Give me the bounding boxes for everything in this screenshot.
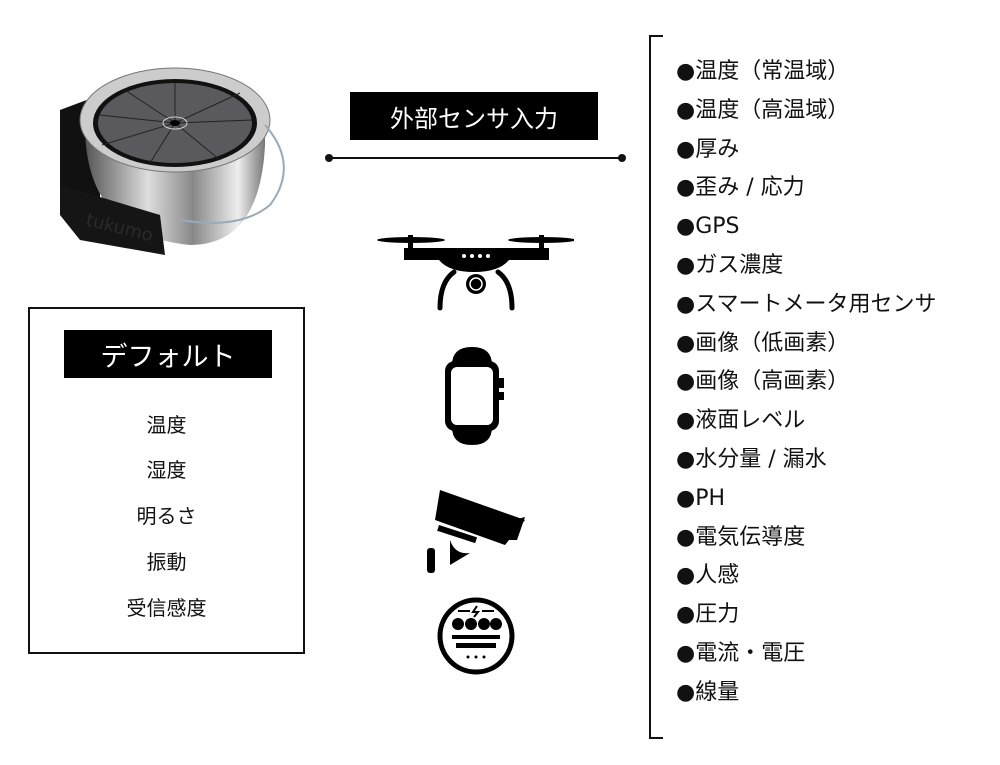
connector-line xyxy=(330,157,622,159)
external-sensor-input-label: 外部センサ入力 xyxy=(350,92,598,140)
sensor-list-item: ●厚み xyxy=(676,136,740,162)
default-item-humidity: 湿度 xyxy=(146,458,187,482)
default-title: デフォルト xyxy=(64,330,272,378)
default-item-vibration: 振動 xyxy=(146,550,187,574)
sensor-list-item: ●圧力 xyxy=(676,602,740,628)
sensor-list-item: ●温度（高温域） xyxy=(676,97,850,123)
sensor-list-item: ●歪み / 応力 xyxy=(676,175,805,201)
sensor-list-item: ●人感 xyxy=(676,563,740,589)
electric-meter-icon xyxy=(437,597,515,675)
default-item-temperature: 温度 xyxy=(146,413,187,437)
default-sensors-box: デフォルト 温度 湿度 明るさ 振動 受信感度 xyxy=(28,307,305,654)
default-item-signal-strength: 受信感度 xyxy=(126,596,207,620)
sensor-list-item: ●ガス濃度 xyxy=(676,253,784,278)
connector-dot-left xyxy=(325,154,333,162)
sensor-list-item: ●画像（低画素） xyxy=(676,330,850,356)
drone-icon xyxy=(377,235,574,311)
sensor-list-item: ●線量 xyxy=(676,679,740,705)
sensor-list-item: ●液面レベル xyxy=(676,408,806,434)
security-camera-icon xyxy=(427,490,525,573)
tukumo-sensor-device-image: tukumo xyxy=(60,67,285,255)
default-item-brightness: 明るさ xyxy=(136,504,197,528)
sensor-list-item: ●温度（常温域） xyxy=(676,59,850,84)
sensor-list-item: ●スマートメータ用センサ xyxy=(676,291,937,317)
sensor-list-item: ●水分量 / 漏水 xyxy=(676,447,827,472)
connector-dot-right xyxy=(618,154,626,162)
sensor-list-item: ●電気伝導度 xyxy=(676,524,806,550)
sensor-list-item: ●画像（高画素） xyxy=(676,369,850,395)
smartwatch-icon xyxy=(445,347,504,445)
sensor-list-item: ●GPS xyxy=(676,214,740,240)
sensor-list-item: ●PH xyxy=(676,485,726,511)
sensor-list-bracket xyxy=(649,35,663,739)
sensor-list-item: ●電流・電圧 xyxy=(676,641,806,666)
